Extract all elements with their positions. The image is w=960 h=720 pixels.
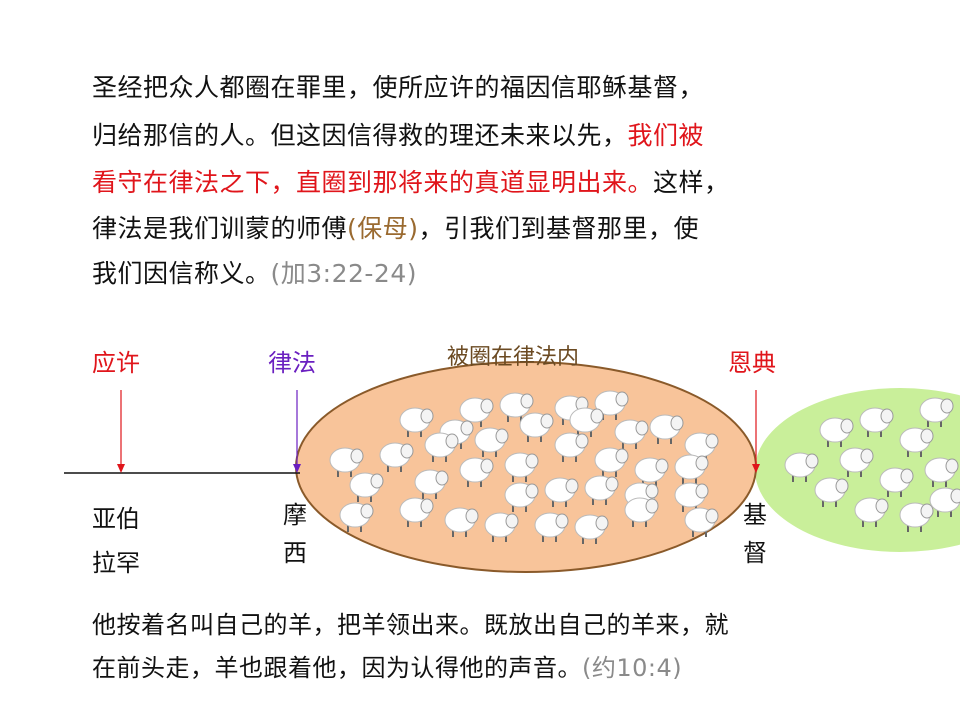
sheep-icon [859, 407, 894, 437]
grace-arrowhead [752, 464, 760, 473]
sheep-icon [899, 502, 934, 532]
sheep-icon [499, 392, 534, 422]
sheep-icon [614, 419, 649, 449]
sheep-icon [444, 507, 479, 537]
verse-line: 我们因信称义。(加3:22-24) [92, 254, 417, 290]
enclosed-label: 被圈在律法内 [447, 345, 580, 370]
sheep-icon [504, 482, 539, 512]
sheep-icon [684, 507, 719, 537]
sheep-icon [339, 502, 374, 532]
sheep-icon [399, 497, 434, 527]
sheep-icon [879, 467, 914, 497]
moses-line-2: 西 [283, 539, 307, 567]
sheep-group-law [329, 390, 719, 544]
moses-line-1: 摩 [283, 501, 307, 529]
sheep-icon [459, 397, 494, 427]
promise-label: 应许 [92, 349, 140, 377]
verse2-line-2-text: 在前头走，羊也跟着他，因为认得他的声音。 [92, 654, 582, 682]
law-arrowhead [293, 464, 301, 473]
sheep-icon [484, 512, 519, 542]
sheep-icon [399, 407, 434, 437]
sheep-icon [459, 457, 494, 487]
verse-reference: (加3:22-24) [270, 259, 417, 288]
verse-line: 看守在律法之下，直圈到那将来的真道显明出来。这样， [92, 163, 730, 199]
sheep-icon [574, 514, 609, 544]
grace-label: 恩典 [728, 349, 776, 377]
abraham-label: 亚伯 拉罕 [92, 497, 140, 585]
sheep-icon [649, 414, 684, 444]
verse-text: 圣经把众人都圈在罪里，使所应许的福因信耶稣基督， [92, 73, 705, 102]
abraham-line-2: 拉罕 [92, 549, 140, 577]
verse2-line-1: 他按着名叫自己的羊，把羊领出来。既放出自己的羊来，就 [92, 611, 729, 639]
sheep-icon [379, 442, 414, 472]
sheep-icon [414, 469, 449, 499]
sheep-group-grace [784, 397, 960, 532]
sheep-icon [784, 452, 819, 482]
sheep-icon [544, 477, 579, 507]
annotation-text: (保母) [347, 214, 419, 243]
promise-arrowhead [117, 464, 125, 473]
sheep-icon [919, 397, 954, 427]
sheep-icon [814, 477, 849, 507]
verse-text: 律法是我们训蒙的师傅 [92, 214, 348, 243]
sheep-icon [674, 454, 709, 484]
sheep-icon [854, 497, 889, 527]
verse-line: 圣经把众人都圈在罪里，使所应许的福因信耶稣基督， [92, 68, 704, 104]
highlighted-text: 我们被 [627, 121, 705, 150]
christ-label: 基 督 [743, 496, 767, 572]
abraham-line-1: 亚伯 [92, 505, 140, 533]
sheep-icon [594, 447, 629, 477]
verse-text: 这样， [653, 168, 730, 197]
sheep-icon [674, 482, 709, 512]
sheep-icon [929, 487, 960, 517]
law-label: 律法 [268, 349, 316, 377]
highlighted-text: 看守在律法之下，直圈到那将来的真道显明出来。 [92, 168, 654, 197]
sheep-icon [329, 447, 364, 477]
christ-line-2: 督 [743, 539, 767, 567]
sheep-icon [839, 447, 874, 477]
verse-text: 我们因信称义。 [92, 259, 271, 288]
sheep-icon [584, 475, 619, 505]
sheep-icon [569, 407, 604, 437]
sheep-icon [924, 457, 959, 487]
sheep-icon [554, 432, 589, 462]
christ-line-1: 基 [743, 501, 767, 529]
sheep-icon [899, 427, 934, 457]
verse-text: ，引我们到基督那里，使 [418, 214, 700, 243]
sheep-icon [519, 412, 554, 442]
sheep-icon [504, 452, 539, 482]
sheep-icon [819, 417, 854, 447]
sheep-icon [594, 390, 629, 420]
sheep-icon [349, 472, 384, 502]
sheep-icon [474, 427, 509, 457]
sheep-icon [534, 512, 569, 542]
verse-line: 律法是我们训蒙的师傅(保母)，引我们到基督那里，使 [92, 209, 699, 245]
verse-line: 归给那信的人。但这因信得救的理还未来以先，我们被 [92, 116, 704, 152]
moses-label: 摩 西 [283, 496, 307, 572]
verse2-line-2: 在前头走，羊也跟着他，因为认得他的声音。(约10:4) [92, 648, 682, 683]
verse2-reference: (约10:4) [582, 654, 683, 682]
verse-text: 归给那信的人。但这因信得救的理还未来以先， [92, 121, 628, 150]
sheep-icon [424, 432, 459, 462]
sheep-icon [624, 497, 659, 527]
